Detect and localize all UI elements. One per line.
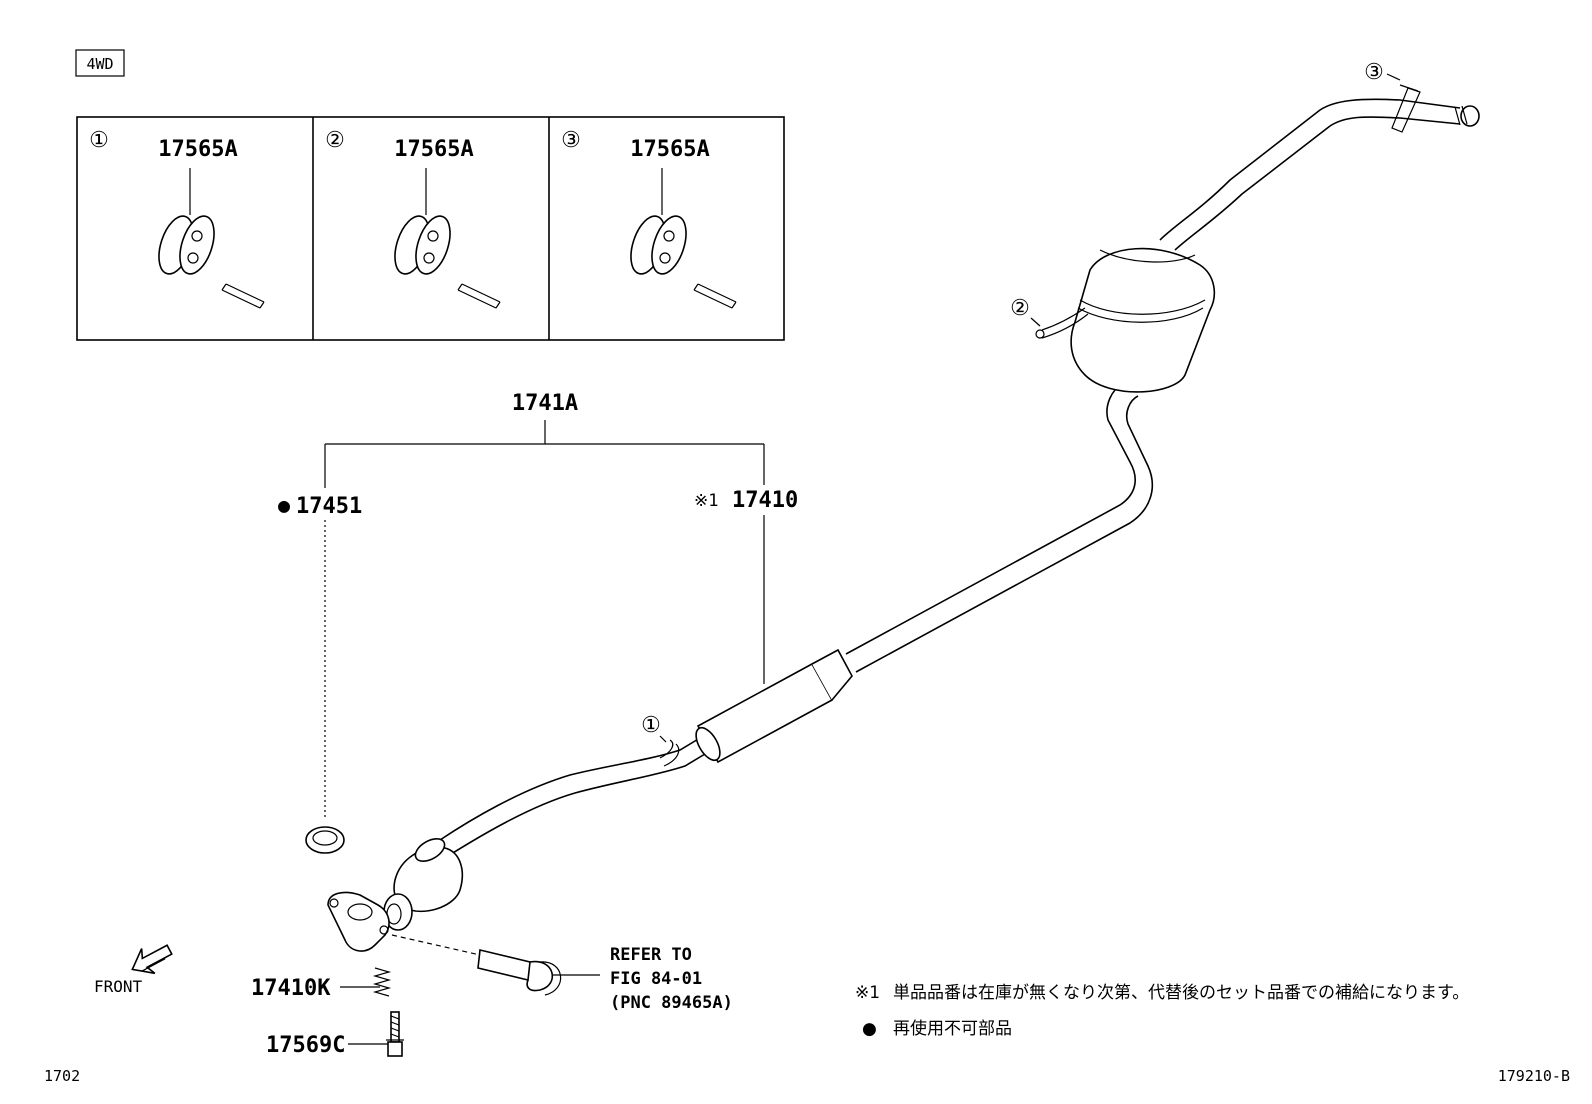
note-1-text: 単品品番は在庫が無くなり次第、代替後のセット品番での補給になります。	[893, 983, 1469, 1003]
bolt-icon	[386, 1011, 404, 1057]
refer-line-2: FIG 84-01	[610, 969, 702, 989]
hanger-rubber-icon	[630, 215, 737, 309]
callout-2-marker: ②	[1010, 296, 1030, 321]
gasket-dot: ●	[278, 493, 290, 517]
page-code-left: 1702	[44, 1067, 80, 1085]
gasket-callout: ● 17451	[278, 493, 362, 854]
oxygen-sensor	[391, 934, 562, 996]
inset-2-part-number: 17565A	[394, 137, 473, 162]
inset-2-marker: ②	[325, 128, 345, 153]
front-label: FRONT	[94, 977, 143, 996]
flange	[327, 891, 390, 952]
inset-3-marker: ③	[561, 128, 581, 153]
refer-note: REFER TO FIG 84-01 (PNC 89465A)	[552, 945, 733, 1013]
gasket-label: 17451	[296, 494, 362, 519]
spring-label: 17410K	[251, 976, 331, 1001]
callout-3-marker: ③	[1364, 60, 1384, 85]
note-1-mark: ※1	[855, 983, 880, 1003]
badge-text: 4WD	[86, 55, 113, 73]
pipe-callout: ※1 17410	[694, 488, 798, 684]
exhaust-pipe	[327, 84, 1480, 996]
inset-1-part-number: 17565A	[158, 137, 237, 162]
pipe-label: 17410	[732, 488, 798, 513]
catalytic-converter	[383, 838, 464, 931]
gasket-ring-icon	[305, 826, 345, 854]
page-code-right: 179210-B	[1498, 1067, 1570, 1085]
assembly-label: 1741A	[512, 391, 578, 416]
spring-icon	[372, 967, 392, 997]
notes: ※1 単品品番は在庫が無くなり次第、代替後のセット品番での補給になります。 ● …	[855, 983, 1469, 1039]
hanger-rubber-icon	[158, 215, 265, 309]
4wd-badge: 4WD	[75, 49, 125, 77]
pipe-ref-mark: ※1	[694, 491, 718, 511]
bolt-callout: 17569C	[266, 1011, 404, 1058]
hanger-rubber-icon	[394, 215, 501, 309]
inset-1-marker: ①	[89, 128, 109, 153]
spring-callout: 17410K	[251, 967, 392, 1001]
front-arrow-icon	[131, 944, 173, 975]
assembly-bracket: 1741A	[324, 391, 765, 488]
inset-3: ③ 17565A	[561, 128, 737, 309]
bolt-label: 17569C	[266, 1033, 345, 1058]
inset-1: ① 17565A	[89, 128, 265, 309]
inset-3-part-number: 17565A	[630, 137, 709, 162]
refer-line-1: REFER TO	[610, 945, 692, 965]
muffler	[1070, 247, 1216, 393]
inset-2: ② 17565A	[325, 128, 501, 309]
inset-panels: ① 17565A ② 17565A	[76, 116, 785, 341]
refer-line-3: (PNC 89465A)	[610, 993, 733, 1013]
callout-1-marker: ①	[641, 713, 661, 738]
note-2-text: 再使用不可部品	[893, 1018, 1012, 1039]
note-2-mark: ●	[862, 1019, 877, 1039]
